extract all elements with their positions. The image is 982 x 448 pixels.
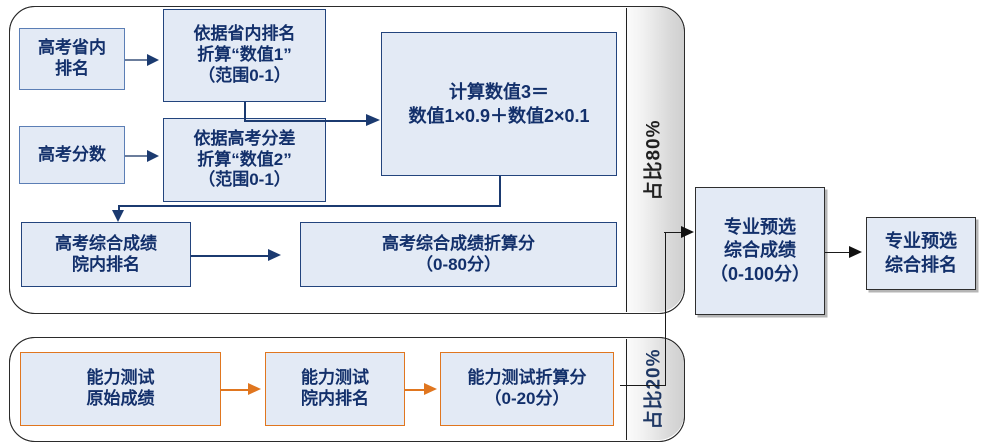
node-line: （范围0-1） xyxy=(198,170,291,190)
top-band-divider xyxy=(626,8,628,312)
node-exam-score[interactable]: 高考分数 xyxy=(19,126,125,184)
arrowhead-province-to-value1 xyxy=(147,53,159,66)
node-value1[interactable]: 依据省内排名 折算“数值1” （范围0-1） xyxy=(163,9,326,102)
connector-top-band-out xyxy=(664,231,686,233)
node-province-rank[interactable]: 高考省内 排名 xyxy=(19,28,125,90)
connector-value3-left xyxy=(118,205,501,207)
connector-score-to-value2 xyxy=(125,154,154,157)
arrowhead-into-total-score xyxy=(681,225,694,238)
top-weight-band: 占比80% xyxy=(620,7,684,313)
top-group-outline xyxy=(9,6,685,314)
node-line: （0-20分） xyxy=(484,389,570,408)
connector-into-comprehensive-rank xyxy=(118,205,120,213)
arrowhead-into-comprehensive-rank xyxy=(112,210,124,222)
arrowhead-raw-to-rank xyxy=(248,382,261,395)
connector-bottom-band-out xyxy=(620,385,666,386)
node-line: （0-100分） xyxy=(709,263,811,284)
node-line: 高考分数 xyxy=(38,144,106,164)
node-line: 折算“数值1” xyxy=(197,45,292,65)
connector-total-to-final xyxy=(825,251,852,253)
node-line: 能力测试 xyxy=(301,368,369,388)
node-line: 依据高考分差 xyxy=(193,128,296,148)
node-line: （范围0-1） xyxy=(198,65,291,85)
node-line: 计算数值3＝ xyxy=(448,81,549,102)
arrowhead-rank-to-score xyxy=(268,248,281,261)
node-line: 综合成绩 xyxy=(723,240,796,261)
arrowhead-rank-to-abilityscore xyxy=(424,382,437,395)
node-line: （0-80分） xyxy=(415,254,502,274)
node-line: 高考综合成绩折算分 xyxy=(382,233,535,253)
node-line: 能力测试折算分 xyxy=(467,368,587,388)
connector-junction-to-value3 xyxy=(244,120,370,122)
node-line: 排名 xyxy=(55,59,89,78)
node-final-rank[interactable]: 专业预选 综合排名 xyxy=(866,217,976,290)
node-line: 院内排名 xyxy=(72,254,140,274)
connector-rank-to-score xyxy=(191,254,271,257)
node-line: 折算“数值2” xyxy=(197,149,292,169)
arrowhead-into-value3 xyxy=(366,114,380,126)
node-ability-rank[interactable]: 能力测试 院内排名 xyxy=(265,352,405,426)
bottom-band-divider xyxy=(626,339,628,440)
node-line: 数值1×0.9＋数值2×0.1 xyxy=(408,106,590,126)
connector-value1-down-stub xyxy=(244,102,246,121)
connector-raw-to-rank xyxy=(221,388,251,391)
node-line: 高考综合成绩 xyxy=(55,233,157,253)
connector-value3-down xyxy=(499,176,501,206)
arrowhead-score-to-value2 xyxy=(147,149,159,162)
bottom-group-outline xyxy=(9,337,685,442)
node-total-score[interactable]: 专业预选 综合成绩 （0-100分） xyxy=(695,187,825,315)
node-line: 能力测试 xyxy=(86,368,155,388)
connector-province-to-value1 xyxy=(125,58,154,61)
node-value3-calculation[interactable]: 计算数值3＝ 数值1×0.9＋数值2×0.1 xyxy=(381,32,617,176)
node-comprehensive-score[interactable]: 高考综合成绩折算分 （0-80分） xyxy=(300,222,617,287)
node-line: 综合排名 xyxy=(885,254,957,275)
node-line: 院内排名 xyxy=(301,389,369,408)
node-value2[interactable]: 依据高考分差 折算“数值2” （范围0-1） xyxy=(163,118,326,202)
node-line: 依据省内排名 xyxy=(193,24,296,44)
node-line: 高考省内 xyxy=(38,38,106,58)
connector-rank-to-abilityscore xyxy=(405,388,428,391)
node-line: 专业预选 xyxy=(723,216,796,237)
node-ability-raw[interactable]: 能力测试 原始成绩 xyxy=(20,352,221,426)
arrowhead-total-to-final xyxy=(849,245,862,258)
node-ability-score[interactable]: 能力测试折算分 （0-20分） xyxy=(440,352,614,426)
connector-merge-vertical xyxy=(665,231,666,386)
node-line: 原始成绩 xyxy=(86,389,155,408)
node-comprehensive-rank[interactable]: 高考综合成绩 院内排名 xyxy=(21,222,191,287)
node-line: 专业预选 xyxy=(885,231,957,252)
